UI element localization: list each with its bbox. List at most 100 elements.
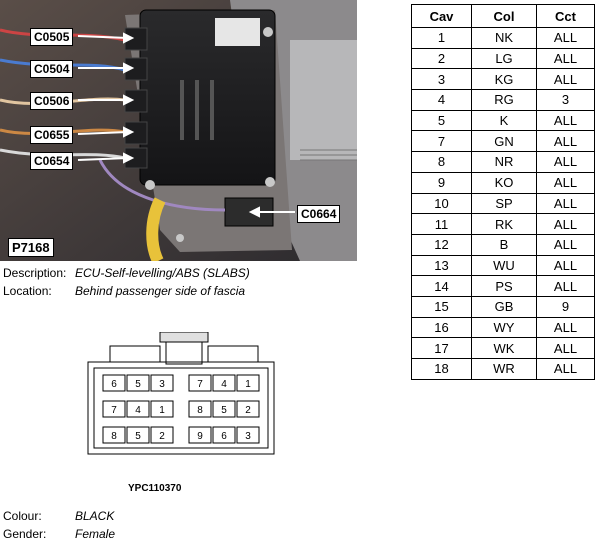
cavity — [236, 400, 260, 418]
description-line: Description:ECU-Self-levelling/ABS (SLAB… — [3, 265, 250, 281]
callout-c0505: C0505 — [30, 28, 74, 46]
ecu-photo-image — [0, 0, 357, 264]
cavity — [212, 374, 236, 392]
cell-cct: ALL — [536, 68, 595, 91]
cell-cav: 10 — [411, 192, 472, 215]
cell-col: WU — [471, 254, 537, 277]
cell-cct: ALL — [536, 109, 595, 132]
cell-cav: 9 — [411, 171, 472, 194]
cell-col: WY — [471, 316, 537, 339]
cavity-number: 9 — [197, 431, 203, 442]
cavity-number: 2 — [159, 431, 165, 442]
callout-arrows — [77, 32, 295, 218]
cavity — [236, 374, 260, 392]
colour-value: BLACK — [75, 509, 115, 523]
location-key: Location: — [3, 284, 52, 298]
cell-col: NR — [471, 151, 537, 173]
cavity — [188, 374, 212, 392]
cell-cav: 14 — [411, 275, 472, 297]
cavity-number: 7 — [111, 405, 117, 416]
colour-key: Colour: — [3, 509, 42, 523]
cell-cav: 5 — [411, 109, 472, 132]
cavity-number: 8 — [197, 405, 203, 416]
cavity — [102, 426, 126, 444]
cavity-number: 7 — [197, 379, 203, 390]
cavity-number: 3 — [159, 379, 165, 390]
cavity-number: 5 — [135, 431, 141, 442]
cavity-number: 6 — [111, 379, 117, 390]
cell-cav: 17 — [411, 337, 472, 359]
callout-c0655: C0655 — [30, 126, 74, 144]
cell-col: PS — [471, 275, 537, 297]
cavity — [126, 374, 150, 392]
cavity-number: 1 — [245, 379, 251, 390]
location-value: Behind passenger side of fascia — [75, 284, 246, 298]
cavity-number: 1 — [159, 405, 165, 416]
cell-cav: 13 — [411, 254, 472, 277]
header-cct: Cct — [536, 4, 595, 28]
cell-cav: 15 — [411, 295, 472, 318]
cavity-number: 6 — [221, 431, 227, 442]
callout-c0504: C0504 — [30, 60, 74, 78]
cavity — [212, 426, 236, 444]
cavity — [150, 426, 174, 444]
callout-c0654: C0654 — [30, 152, 74, 170]
cell-cct: ALL — [536, 47, 595, 70]
cavity-number: 2 — [245, 405, 251, 416]
cell-col: RG — [471, 89, 537, 111]
cavity — [126, 426, 150, 444]
cell-col: GB — [471, 295, 537, 318]
cell-cct: ALL — [536, 27, 595, 49]
cavity — [236, 426, 260, 444]
cavity — [150, 400, 174, 418]
cell-cav: 8 — [411, 151, 472, 173]
cell-col: K — [471, 109, 537, 132]
cell-cct: ALL — [536, 192, 595, 215]
callout-c0506: C0506 — [30, 92, 74, 110]
part-number: YPC110370 — [128, 483, 182, 494]
gender-line: Gender: Female — [3, 526, 115, 542]
cell-cct: ALL — [536, 171, 595, 194]
cell-cct: ALL — [536, 254, 595, 277]
cell-cct: 3 — [536, 89, 595, 111]
header-cav: Cav — [411, 4, 472, 28]
cell-col: GN — [471, 130, 537, 153]
cell-cav: 4 — [411, 89, 472, 111]
description-value: ECU-Self-levelling/ABS (SLABS) — [75, 266, 250, 280]
cavity — [188, 426, 212, 444]
cell-col: KG — [471, 68, 537, 91]
cell-cav: 7 — [411, 130, 472, 153]
ecu-photo: C0505 C0504 C0506 C0655 C0654 C0664 P716… — [0, 0, 357, 264]
cell-cct: ALL — [536, 337, 595, 359]
cell-cav: 1 — [411, 27, 472, 49]
cavity — [102, 374, 126, 392]
cell-cct: 9 — [536, 295, 595, 318]
gender-key: Gender: — [3, 527, 47, 541]
cell-cct: ALL — [536, 233, 595, 256]
cell-col: WR — [471, 358, 537, 380]
cavity — [188, 400, 212, 418]
cell-col: KO — [471, 171, 537, 194]
cell-cct: ALL — [536, 275, 595, 297]
gender-value: Female — [75, 527, 116, 541]
cell-cct: ALL — [536, 358, 595, 380]
cavity-number: 5 — [221, 405, 227, 416]
cavity — [212, 400, 236, 418]
